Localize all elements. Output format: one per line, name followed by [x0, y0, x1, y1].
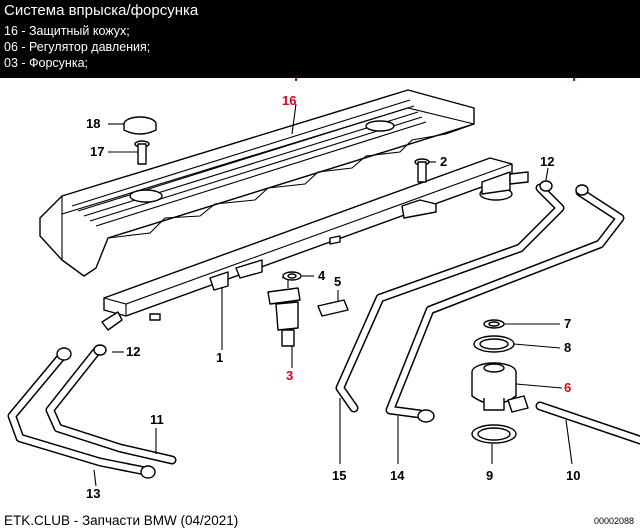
callout-label-15[interactable]: 15 — [332, 468, 346, 483]
fuel-hose-part[interactable] — [535, 401, 640, 445]
footer-text: ETK.CLUB - Запчасти BMW (04/2021) — [4, 513, 239, 528]
callout-label-16[interactable]: 16 — [282, 93, 296, 108]
callout-label-18[interactable]: 18 — [86, 116, 100, 131]
bolt-part[interactable] — [134, 140, 150, 165]
parts-diagram-drawing: 16 18 17 2 12 1 4 5 3 7 8 6 12 11 13 15 … — [7, 78, 640, 501]
callout-label-3[interactable]: 3 — [286, 368, 293, 383]
callout-label-12[interactable]: 12 — [540, 154, 554, 169]
callout-label-13[interactable]: 13 — [86, 486, 100, 501]
callout-label-10[interactable]: 10 — [566, 468, 580, 483]
injector-part[interactable] — [267, 275, 301, 347]
fuel-line-part[interactable] — [335, 180, 625, 423]
legend-line: 16 - Защитный кожух; — [4, 24, 130, 38]
callout-label-11[interactable]: 11 — [150, 412, 164, 427]
callout-label-1[interactable]: 1 — [216, 350, 223, 365]
callout-label-5[interactable]: 5 — [334, 274, 341, 289]
callout-label-7[interactable]: 7 — [564, 316, 571, 331]
clamp-ring-part[interactable] — [471, 424, 517, 444]
clip-part[interactable] — [317, 299, 349, 317]
callout-label-17[interactable]: 17 — [90, 144, 104, 159]
leader-lines — [93, 103, 573, 487]
page-title: Система впрыска/форсунка — [4, 2, 199, 19]
small-seal-part[interactable] — [483, 319, 505, 329]
parts-diagram: 16 18 17 2 12 1 4 5 3 7 8 6 12 11 13 15 … — [0, 78, 640, 510]
header-panel: Система впрыска/форсунка 16 - Защитный к… — [0, 0, 640, 78]
legend-line: 06 - Регулятор давления; — [4, 40, 151, 54]
callout-label-2[interactable]: 2 — [440, 154, 447, 169]
seal-ring-part[interactable] — [282, 271, 302, 281]
cap-part[interactable] — [123, 116, 157, 135]
callout-label-14[interactable]: 14 — [390, 468, 405, 483]
callout-label-6[interactable]: 6 — [564, 380, 571, 395]
footer-bar: ETK.CLUB - Запчасти BMW (04/2021) 000020… — [0, 510, 640, 532]
fuel-rail-part[interactable] — [101, 157, 529, 331]
screw-part[interactable] — [414, 158, 430, 183]
callout-label-4[interactable]: 4 — [318, 268, 326, 283]
legend-line: 03 - Форсунка; — [4, 56, 88, 70]
callout-label-12[interactable]: 12 — [126, 344, 140, 359]
callout-label-8[interactable]: 8 — [564, 340, 571, 355]
protective-cover-part[interactable] — [39, 89, 475, 277]
ring-part[interactable] — [473, 335, 515, 353]
pressure-regulator-part[interactable] — [471, 362, 529, 413]
callout-label-9[interactable]: 9 — [486, 468, 493, 483]
fuel-line-part[interactable] — [7, 344, 177, 479]
drawing-id: 00002088 — [593, 516, 634, 526]
